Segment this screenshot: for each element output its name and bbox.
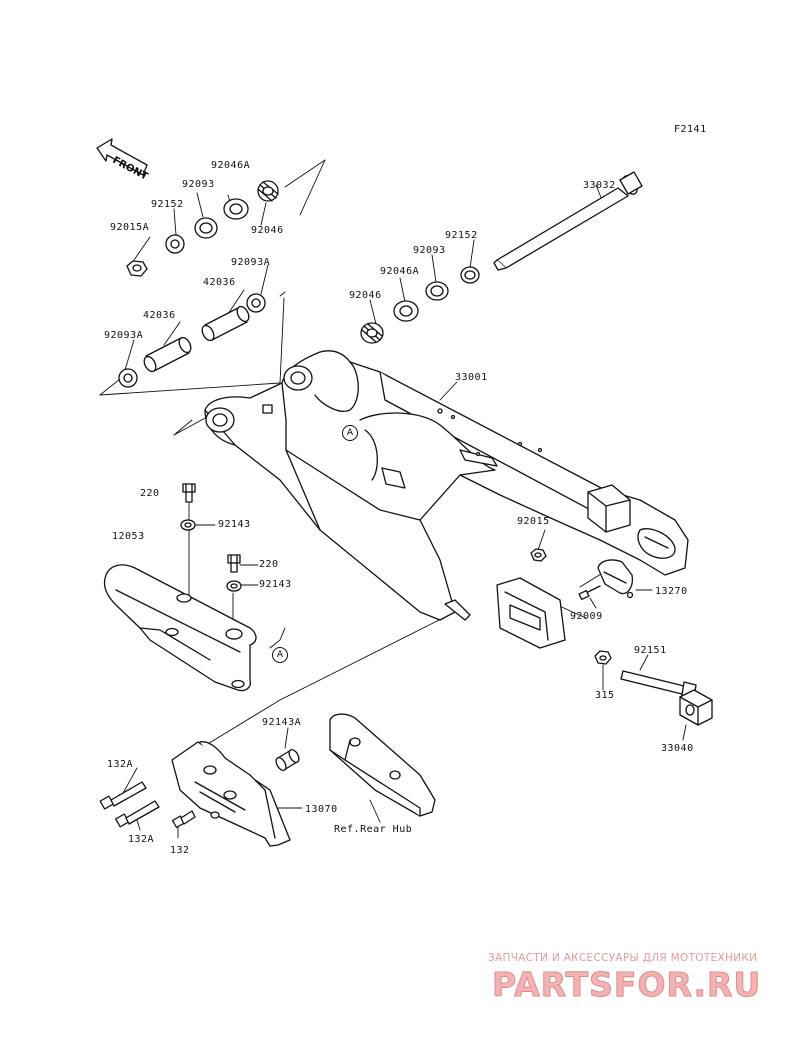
label-12053: 12053 bbox=[112, 531, 145, 542]
washer-92143-a bbox=[180, 519, 196, 531]
chain-guide-13070 bbox=[171, 741, 291, 847]
label-42036-top: 42036 bbox=[203, 277, 236, 288]
callout-a-upper: A bbox=[342, 425, 358, 441]
label-92143-a: 92143 bbox=[218, 519, 251, 530]
label-92046-right: 92046 bbox=[349, 290, 382, 301]
bearing-92046A-l bbox=[223, 198, 249, 220]
label-92009: 92009 bbox=[570, 611, 603, 622]
label-92143A: 92143A bbox=[262, 717, 302, 728]
chain-slider-ref-rear-hub bbox=[329, 713, 436, 817]
plate-13270 bbox=[597, 559, 634, 599]
bolt-132A-top bbox=[99, 781, 147, 810]
label-ref-rear-hub: Ref.Rear Hub bbox=[334, 824, 413, 835]
label-220-a: 220 bbox=[140, 488, 160, 499]
label-92093A-left: 92093A bbox=[104, 330, 144, 341]
nut-92015A bbox=[126, 260, 148, 277]
bolt-132A-bot bbox=[115, 800, 160, 828]
label-33040: 33040 bbox=[661, 743, 694, 754]
watermark-logo: PARTSFOR.RU bbox=[491, 965, 762, 1005]
watermark-tagline: ЗАПЧАСТИ И АКСЕССУАРЫ ДЛЯ МОТОТЕХНИКИ bbox=[488, 952, 758, 964]
needle-bearing-92046-l bbox=[257, 180, 279, 202]
front-arrow-icon: FRONT bbox=[96, 138, 150, 183]
label-33001: 33001 bbox=[455, 372, 488, 383]
bolt-220-b bbox=[227, 554, 241, 573]
label-92093-right: 92093 bbox=[413, 245, 446, 256]
callout-a-lower: A bbox=[272, 647, 288, 663]
label-92046-left: 92046 bbox=[251, 225, 284, 236]
washer-92143-b bbox=[226, 580, 242, 592]
seal-92152-l bbox=[165, 234, 185, 254]
label-92143-b: 92143 bbox=[259, 579, 292, 590]
needle-bearing-92046-r bbox=[360, 322, 384, 344]
nut-315 bbox=[594, 650, 612, 665]
label-132: 132 bbox=[170, 845, 190, 856]
seal-92152-r bbox=[460, 266, 480, 284]
label-33032: 33032 bbox=[583, 180, 616, 191]
label-92046A-left: 92046A bbox=[211, 160, 251, 171]
nut-92015 bbox=[530, 548, 547, 562]
label-220-b: 220 bbox=[259, 559, 279, 570]
label-132A-bottom: 132A bbox=[128, 834, 155, 845]
label-92151: 92151 bbox=[634, 645, 667, 656]
washer-92093-r bbox=[425, 281, 449, 301]
bolt-220-a bbox=[182, 483, 196, 503]
collar-42036-top bbox=[201, 305, 250, 342]
label-42036-left: 42036 bbox=[143, 310, 176, 321]
swingarm-33001 bbox=[204, 350, 689, 649]
bearing-92046A-r bbox=[393, 300, 419, 322]
washer-92093-l bbox=[194, 217, 218, 239]
label-132A-top: 132A bbox=[107, 759, 134, 770]
pivot-shaft-33032 bbox=[493, 171, 643, 271]
washer-92093A-left bbox=[118, 368, 138, 388]
label-92152-left: 92152 bbox=[151, 199, 184, 210]
label-92015: 92015 bbox=[517, 516, 550, 527]
washer-92093A-top bbox=[246, 293, 266, 313]
label-13270: 13270 bbox=[655, 586, 688, 597]
label-92093A-top: 92093A bbox=[231, 257, 271, 268]
chain-guide-12053 bbox=[103, 564, 257, 692]
label-13070: 13070 bbox=[305, 804, 338, 815]
bolt-132 bbox=[171, 810, 196, 829]
collar-42036-left bbox=[143, 336, 192, 373]
label-92015A: 92015A bbox=[110, 222, 150, 233]
label-315: 315 bbox=[595, 690, 615, 701]
bolt-92009 bbox=[578, 585, 601, 601]
collar-92143A bbox=[275, 748, 300, 772]
label-92152-right: 92152 bbox=[445, 230, 478, 241]
block-33040 bbox=[679, 689, 713, 726]
figure-code: F2141 bbox=[674, 124, 707, 135]
label-92093-left: 92093 bbox=[182, 179, 215, 190]
label-92046A-right: 92046A bbox=[380, 266, 420, 277]
